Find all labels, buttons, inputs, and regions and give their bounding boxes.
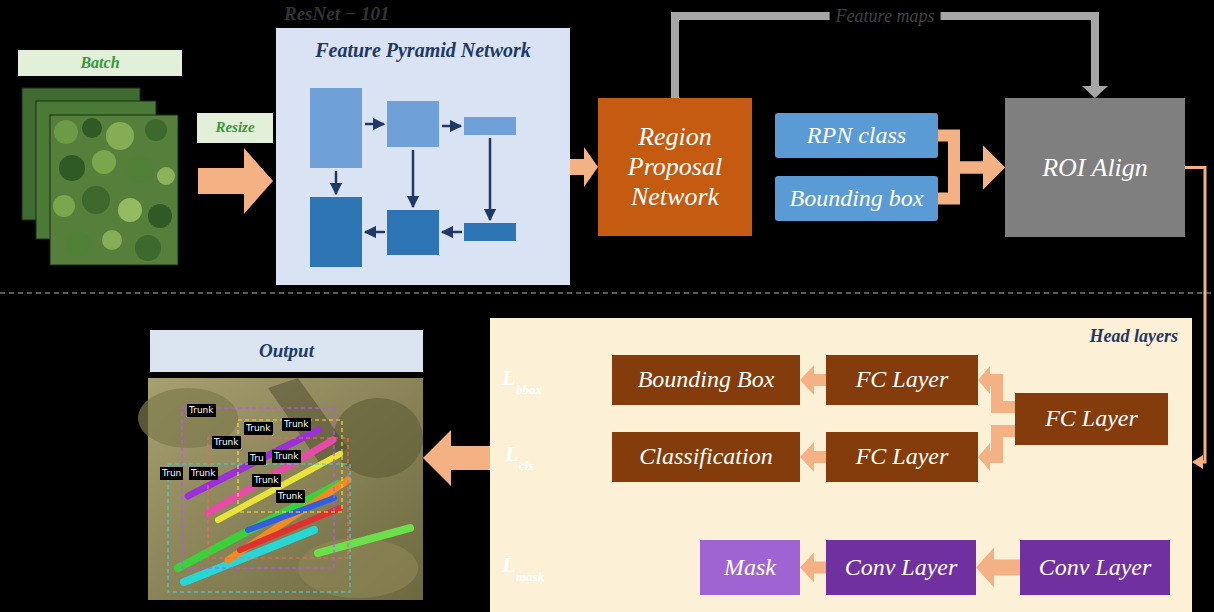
backbone-name: ResNet − 101 — [276, 3, 570, 25]
connector-line — [570, 159, 585, 175]
head-panel-fill — [490, 318, 1192, 612]
loss-symbol: L — [502, 367, 515, 389]
connector-line — [938, 168, 984, 199]
detection-tag: Trunk — [244, 422, 273, 435]
node-text: Mask — [724, 554, 776, 582]
flow-connector — [800, 365, 826, 395]
arrow-head — [978, 443, 990, 471]
connector-line — [813, 374, 826, 386]
flow-connector — [978, 431, 1015, 471]
loss-subscript: cls — [519, 459, 533, 472]
node-text: Conv Layer — [845, 554, 958, 582]
detection-tag: Trunk — [272, 450, 301, 463]
detection-tag: Trunk — [187, 404, 216, 417]
conv-box: Conv Layer — [1020, 540, 1170, 595]
roi-box: ROI Align — [1005, 98, 1185, 237]
detection-tag: Trun — [160, 467, 183, 480]
connector-line — [813, 562, 826, 574]
node-text: Classification — [639, 443, 772, 471]
node-text: FC Layer — [1045, 405, 1138, 433]
flow-connector — [423, 430, 490, 486]
section-divider — [0, 292, 1214, 294]
node-text: Bounding Box — [638, 366, 775, 394]
output-image — [138, 378, 423, 600]
loss-subscript: bbox — [516, 383, 542, 396]
arrow-head — [983, 146, 1005, 190]
node-text: RPN class — [807, 122, 906, 150]
flow-connector — [1185, 168, 1205, 470]
detection-tag: Trunk — [189, 467, 218, 480]
head-panel: Head layersBounding BoxFC LayerFC LayerC… — [490, 318, 1192, 612]
arrow-head — [978, 366, 990, 394]
loss-subscript: mask — [516, 570, 544, 583]
arrow-head — [800, 442, 814, 472]
conv-box: Conv Layer — [826, 540, 976, 595]
arrow-head — [976, 548, 994, 588]
flow-connector — [570, 147, 598, 187]
node-text: Batch — [80, 54, 119, 72]
arrow-head — [1192, 455, 1203, 469]
node-text: FC Layer — [856, 366, 949, 394]
connector-line — [993, 560, 1020, 576]
connector-line — [989, 431, 1015, 457]
layer-box: Classification — [612, 432, 800, 482]
flow-connector — [938, 146, 1005, 199]
layer-box: Bounding Box — [612, 355, 800, 405]
detection-tag: Trunk — [282, 418, 311, 431]
input-image-stack — [22, 88, 178, 265]
loss-symbol: L — [502, 554, 515, 576]
mask-box: Mask — [700, 540, 800, 595]
connector-line — [1185, 168, 1205, 463]
resize-tag: Resize — [197, 113, 273, 143]
node-text: Head layers — [490, 318, 1192, 347]
arrow-head — [800, 553, 814, 583]
rpn-output-box: Bounding box — [775, 176, 938, 221]
connector-line — [450, 446, 490, 470]
node-text: Bounding box — [790, 185, 924, 213]
connector-label: Feature maps — [830, 6, 941, 27]
arrow-head — [1082, 86, 1108, 98]
connector-line — [813, 451, 826, 463]
node-text: FC Layer — [856, 443, 949, 471]
flow-connector — [800, 442, 826, 472]
arrow-head — [423, 430, 451, 486]
detection-tag: Trunk — [276, 490, 305, 503]
node-text: Conv Layer — [1039, 554, 1152, 582]
node-text: Region Proposal Network — [604, 122, 746, 212]
arrow-head — [983, 146, 1005, 190]
arrow-head — [584, 147, 598, 187]
detection-tag: Trunk — [212, 436, 241, 449]
layer-box: FC Layer — [1015, 393, 1168, 445]
flow-connector — [976, 548, 1020, 588]
detection-tag: Trunk — [252, 474, 281, 487]
pyramid-figure — [276, 28, 570, 285]
arrow-head — [800, 365, 814, 395]
detection-tag: Tru — [248, 452, 266, 465]
node-text: Feature Pyramid Network — [276, 39, 570, 62]
flow-connector — [978, 366, 1015, 407]
layer-box: FC Layer — [826, 432, 978, 482]
node-text: Resize — [215, 119, 254, 136]
flow-connector — [675, 16, 1108, 98]
rpn-output-box: RPN class — [775, 113, 938, 158]
backbone-box: ResNet − 101Feature Pyramid Network — [276, 28, 570, 285]
input-arrow — [198, 148, 273, 214]
batch-tag: Batch — [18, 50, 182, 76]
loss-symbol: L — [505, 443, 518, 465]
layer-box: FC Layer — [826, 355, 978, 405]
connector-line — [989, 380, 1015, 407]
rpn-box: Region Proposal Network — [598, 98, 752, 236]
output-panel: Output — [148, 330, 423, 600]
connector-line — [675, 16, 1095, 98]
flow-connector — [800, 553, 826, 583]
node-text: ROI Align — [1042, 153, 1148, 183]
node-text: Output — [150, 330, 423, 372]
